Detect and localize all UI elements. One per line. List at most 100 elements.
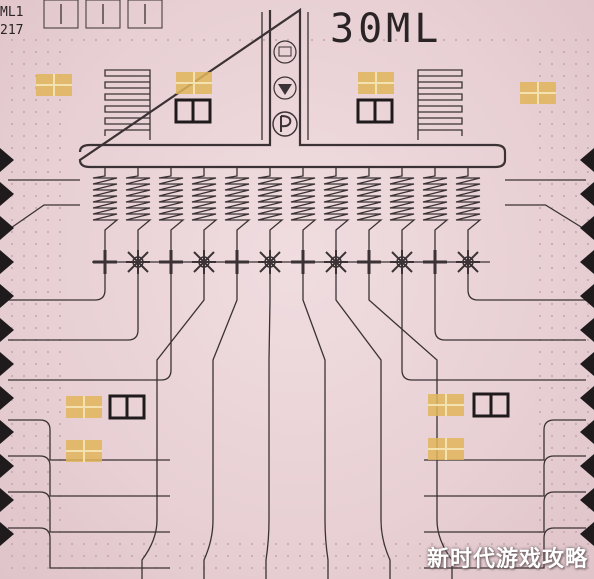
grid-dot [551, 231, 553, 233]
grid-dot [59, 387, 61, 389]
grid-dot [47, 315, 49, 317]
grid-dot [35, 99, 37, 101]
grid-dot [479, 555, 481, 557]
grid-dot [59, 327, 61, 329]
grid-dot [83, 543, 85, 545]
grid-dot [587, 567, 589, 569]
grid-dot [23, 171, 25, 173]
grid-dot [11, 231, 13, 233]
grid-dot [419, 543, 421, 545]
resonator-11 [422, 167, 449, 250]
grid-dot [587, 315, 589, 317]
grid-dot [347, 39, 349, 41]
grid-dot [11, 423, 13, 425]
grid-dot [47, 507, 49, 509]
grid-dot [575, 435, 577, 437]
grid-dot [587, 75, 589, 77]
bond-pad-left-9 [0, 420, 14, 444]
grid-dot [23, 411, 25, 413]
grid-dot [191, 39, 193, 41]
grid-dot [563, 303, 565, 305]
control-line-2 [8, 274, 139, 341]
grid-dot [587, 39, 589, 41]
grid-dot [575, 459, 577, 461]
grid-dot [23, 75, 25, 77]
grid-dot [191, 543, 193, 545]
bond-pad-right-5 [580, 284, 594, 308]
resonator-9 [356, 167, 383, 250]
grid-dot [227, 567, 229, 569]
grid-dot [575, 471, 577, 473]
grid-dot [11, 435, 13, 437]
grid-dot [539, 243, 541, 245]
institute-logo-icon [273, 76, 297, 100]
grid-dot [119, 39, 121, 41]
grid-dot [11, 87, 13, 89]
grid-dot [263, 543, 265, 545]
grid-dot [59, 507, 61, 509]
grid-dot [35, 255, 37, 257]
grid-dot [323, 567, 325, 569]
grid-dot [11, 243, 13, 245]
grid-dot [23, 483, 25, 485]
grid-dot [47, 159, 49, 161]
grid-dot [35, 423, 37, 425]
grid-dot [239, 543, 241, 545]
grid-dot [311, 555, 313, 557]
grid-dot [539, 63, 541, 65]
grid-dot [539, 291, 541, 293]
grid-dot [587, 135, 589, 137]
grid-dot [575, 387, 577, 389]
grid-dot [107, 39, 109, 41]
bond-pad-right-1 [580, 148, 594, 172]
control-line-3 [8, 274, 172, 381]
grid-dot [11, 567, 13, 569]
grid-dot [575, 351, 577, 353]
grid-dot [23, 39, 25, 41]
grid-dot [563, 243, 565, 245]
grid-dot [575, 327, 577, 329]
grid-dot [587, 483, 589, 485]
grid-dot [587, 555, 589, 557]
grid-dot [35, 471, 37, 473]
grid-dot [371, 543, 373, 545]
bond-pad-left-12 [0, 522, 14, 546]
grid-dot [299, 543, 301, 545]
grid-dot [179, 567, 181, 569]
grid-dot [491, 39, 493, 41]
chip-code-line-2: 217 [0, 23, 24, 38]
grid-dot [335, 555, 337, 557]
grid-dot [575, 231, 577, 233]
grid-dot [455, 39, 457, 41]
grid-dot [35, 219, 37, 221]
grid-dot [23, 111, 25, 113]
resonator-6 [257, 167, 284, 250]
grid-dot [539, 219, 541, 221]
grid-dot [551, 447, 553, 449]
grid-dot [551, 303, 553, 305]
grid-dot [551, 507, 553, 509]
grid-dot [563, 519, 565, 521]
grid-dot [539, 267, 541, 269]
grid-dot [383, 555, 385, 557]
grid-dot [35, 135, 37, 137]
grid-dot [563, 555, 565, 557]
bond-pad-right-11 [580, 488, 594, 512]
meander-left [104, 69, 151, 140]
grid-dot [539, 147, 541, 149]
grid-dot [551, 51, 553, 53]
grid-dot [587, 243, 589, 245]
grid-dot [11, 303, 13, 305]
grid-dot [251, 543, 253, 545]
grid-dot [35, 399, 37, 401]
grid-dot [551, 291, 553, 293]
bond-pad-right-8 [580, 386, 594, 410]
grid-dot [11, 75, 13, 77]
grid-dot [575, 255, 577, 257]
grid-dot [575, 399, 577, 401]
grid-dot [551, 363, 553, 365]
grid-dot [275, 567, 277, 569]
grid-dot [551, 423, 553, 425]
grid-dot [587, 507, 589, 509]
